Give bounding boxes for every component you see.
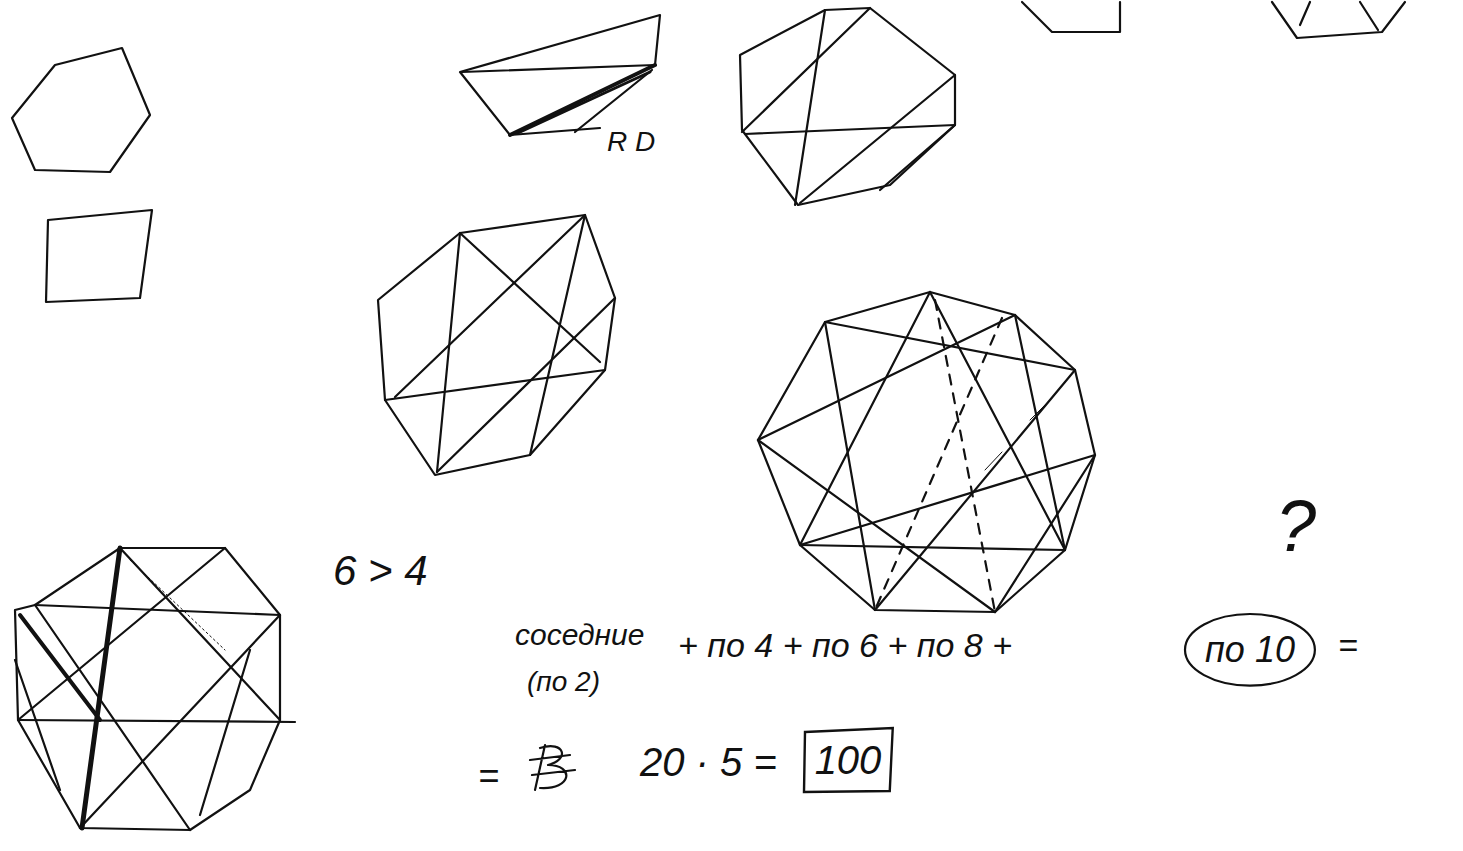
side: [510, 128, 600, 135]
diagonal: [120, 548, 280, 720]
hatch: [1030, 400, 1050, 420]
diagonal: [800, 545, 1065, 550]
node-text: 100: [815, 740, 882, 780]
heptagon: [740, 8, 955, 205]
handwritten-note: соседние: [515, 620, 645, 650]
diagonal: [510, 65, 655, 135]
handwritten-note: (по 2): [527, 668, 600, 696]
diagonal: [437, 298, 615, 472]
box-outline: [804, 728, 893, 792]
handwritten-note: 6 > 4: [333, 550, 428, 592]
handwritten-note: + по 4 + по 6 + по 8 +: [678, 628, 1012, 662]
diagonal: [995, 455, 1095, 612]
diagonal: [395, 215, 585, 397]
partial-polygon: [1272, 2, 1405, 38]
diagonal: [80, 615, 280, 828]
diagonal: [575, 70, 652, 132]
diagonal: [20, 615, 100, 720]
diagonal: [35, 605, 280, 615]
hatch: [985, 452, 1002, 470]
diagonal: [15, 660, 60, 790]
diagonal: [875, 370, 1075, 610]
diagonal: [18, 548, 225, 720]
diagonal: [930, 292, 1065, 550]
diagonal: [462, 65, 655, 72]
diagonal: [385, 370, 605, 400]
partial-polygon: [1022, 2, 1120, 32]
scribble: [530, 745, 575, 790]
node-text: по 10: [1205, 632, 1295, 668]
diagonal: [35, 605, 190, 830]
handwritten-note: =: [478, 758, 499, 794]
hexagon: [12, 48, 150, 172]
diagonal: [1360, 2, 1378, 30]
diagonal: [460, 233, 600, 362]
diagonal: [82, 548, 120, 828]
circled-term: по 10: [1183, 612, 1317, 688]
dotted-diagonal: [130, 560, 225, 650]
handwritten-note: =: [1338, 628, 1358, 662]
diagonal: [745, 125, 955, 134]
dashed-diagonal: [875, 318, 1002, 610]
diagonal: [880, 125, 955, 190]
decagon: [758, 292, 1095, 612]
diagonal: [795, 10, 825, 205]
circle-outline: [1185, 614, 1315, 686]
handwritten-note: 20 · 5 =: [640, 742, 777, 782]
dodecagon: [15, 548, 280, 830]
handwritten-note: ?: [1276, 490, 1316, 562]
dashed-diagonal: [935, 300, 995, 612]
quadrilateral: [460, 15, 660, 135]
boxed-answer: 100: [801, 726, 896, 794]
diagonal: [758, 440, 995, 612]
diagonal: [825, 322, 875, 610]
diagonal: [18, 720, 295, 722]
diagonal: [1300, 2, 1310, 25]
diagonal: [800, 75, 955, 203]
diagonal: [800, 455, 1095, 545]
octagon: [378, 215, 615, 475]
diagonal: [200, 650, 250, 815]
square: [46, 210, 152, 302]
handwritten-note: R D: [607, 128, 655, 156]
diagonal: [742, 8, 870, 132]
